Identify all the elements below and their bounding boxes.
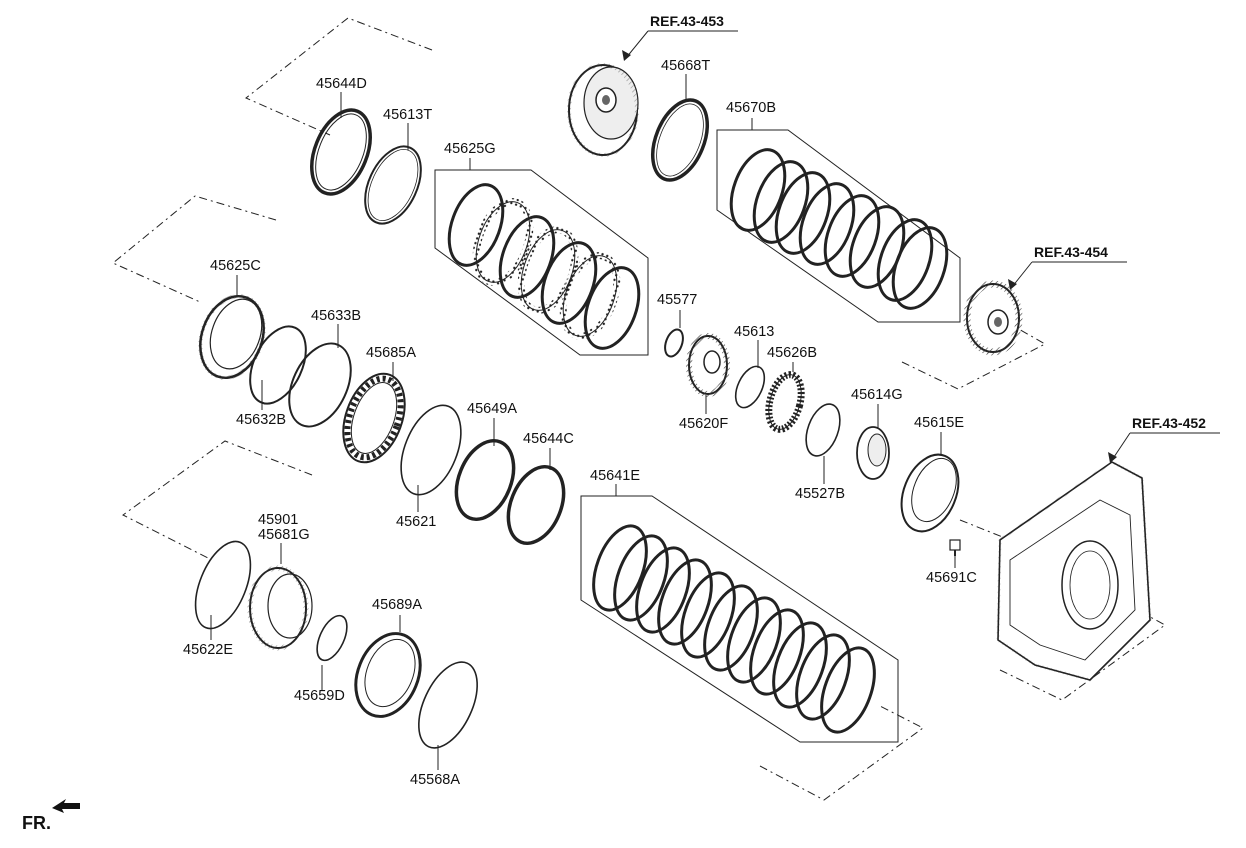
- part-45633B-ring: [288, 342, 352, 428]
- part-45613-ring: [734, 365, 766, 409]
- part-45644D-ring: [310, 108, 372, 196]
- part-label-45633B: 45633B: [311, 308, 361, 324]
- ref-label-453: REF.43-453: [650, 13, 724, 29]
- part-label-45691C: 45691C: [926, 570, 977, 586]
- dashed-reference-lines: [112, 17, 1166, 801]
- part-45668T-ring: [650, 98, 710, 182]
- part-label-45613: 45613: [734, 324, 775, 340]
- part-label-45626B: 45626B: [767, 345, 817, 361]
- part-label-45614G: 45614G: [851, 387, 903, 403]
- part-label-45644D: 45644D: [316, 76, 367, 92]
- part-label-45625C: 45625C: [210, 258, 261, 274]
- part-ref-453-pump-housing: [567, 63, 639, 157]
- part-label-45568A: 45568A: [410, 772, 460, 788]
- part-45685A-spring-plate: [342, 372, 406, 464]
- part-45649A-ring: [454, 439, 516, 521]
- part-45625G-clutch-pack: [447, 183, 641, 350]
- part-label-45577: 45577: [657, 292, 698, 308]
- part-label-45632B: 45632B: [236, 412, 286, 428]
- part-label-45527B: 45527B: [795, 486, 845, 502]
- part-label-45659D: 45659D: [294, 688, 345, 704]
- front-arrow-icon: [52, 799, 80, 813]
- group-box-lines: [434, 118, 961, 743]
- part-45670B-clutch-pack: [729, 148, 949, 310]
- part-45659D-ring: [316, 614, 348, 662]
- front-orientation-label: FR.: [22, 813, 51, 833]
- part-45613T-ring: [364, 145, 422, 225]
- part-label-45620F: 45620F: [679, 416, 729, 432]
- ref-arrowheads: [622, 50, 1117, 463]
- part-label-45685A: 45685A: [366, 345, 416, 361]
- part-label-45681G: 45681G: [258, 527, 310, 543]
- part-45641E-clutch-pack: [592, 524, 876, 734]
- part-45626B-one-way-clutch: [765, 371, 805, 433]
- part-label-45613T: 45613T: [383, 107, 433, 123]
- part-label-45641E: 45641E: [590, 468, 640, 484]
- part-label-45621: 45621: [396, 514, 437, 530]
- part-label-45649A: 45649A: [467, 401, 517, 417]
- part-label-45615E: 45615E: [914, 415, 964, 431]
- part-45632B-ring: [249, 325, 307, 405]
- part-45689A-piston: [354, 632, 422, 718]
- part-label-45622E: 45622E: [183, 642, 233, 658]
- part-45577-ring: [664, 328, 684, 358]
- part-label-45644C: 45644C: [523, 431, 574, 447]
- part-45615E-drum: [900, 453, 960, 533]
- part-label-45689A: 45689A: [372, 597, 422, 613]
- part-45681G-drum: [247, 565, 313, 651]
- ref-label-452: REF.43-452: [1132, 415, 1206, 431]
- part-45614G-plate: [856, 426, 890, 480]
- part-label-45668T: 45668T: [661, 58, 711, 74]
- part-45568A-snap-ring: [418, 661, 478, 749]
- part-label-45625G: 45625G: [444, 141, 496, 157]
- part-ref-454-gear: [963, 280, 1023, 356]
- part-label-45901: 45901: [258, 512, 299, 528]
- part-45622E-snap-ring: [194, 540, 252, 630]
- ref-label-454: REF.43-454: [1034, 244, 1108, 260]
- part-45620F-carrier: [686, 333, 730, 397]
- part-45644C-ring: [506, 464, 566, 546]
- part-45625C-drum: [198, 294, 266, 380]
- part-45621-snap-ring: [400, 404, 462, 496]
- part-label-45670B: 45670B: [726, 100, 776, 116]
- part-45691C-bolt: [949, 539, 961, 556]
- leader-lines: [210, 30, 1220, 770]
- part-45527B-ring: [805, 403, 841, 457]
- part-ref-452-transmission-case: [996, 460, 1152, 682]
